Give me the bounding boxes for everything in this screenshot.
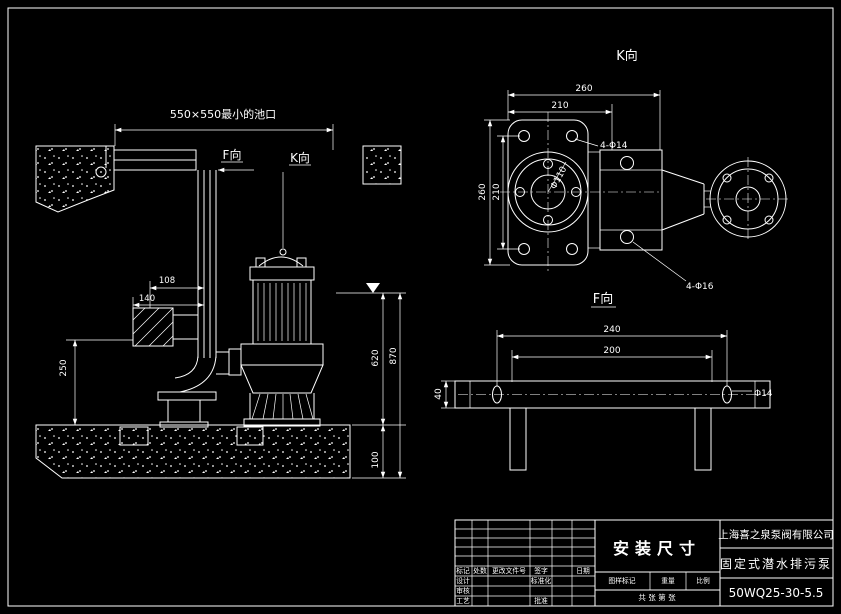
pump-casing bbox=[240, 364, 324, 394]
guide-claw bbox=[132, 307, 198, 347]
dim-108: 108 bbox=[159, 276, 175, 286]
concrete-pool-edge-left bbox=[35, 145, 115, 213]
coupling-flange bbox=[706, 157, 790, 241]
concrete-floor bbox=[35, 424, 351, 479]
cooling-fins bbox=[257, 283, 307, 341]
model-number: 50WQ25-30-5.5 bbox=[729, 586, 824, 600]
lifting-handle bbox=[258, 256, 304, 267]
suction-strainer bbox=[251, 393, 314, 420]
discharge-flange-face bbox=[507, 151, 589, 233]
dim-620: 620 bbox=[371, 349, 381, 366]
pump-volute bbox=[240, 343, 324, 366]
support-bar bbox=[454, 380, 771, 471]
rev-header-mark: 标记 bbox=[456, 566, 470, 575]
f-dim-200: 200 bbox=[603, 346, 620, 356]
f-dim-40: 40 bbox=[434, 388, 444, 400]
k-dim-210-top: 210 bbox=[551, 101, 568, 111]
revision-grid bbox=[455, 520, 595, 606]
dim-250: 250 bbox=[59, 359, 69, 376]
support-leg-right bbox=[694, 407, 712, 471]
field-drawing-mark: 图样标记 bbox=[608, 576, 635, 585]
main-view-dimensions bbox=[66, 124, 406, 479]
motor-cap bbox=[249, 266, 315, 281]
role-review: 审核 bbox=[456, 586, 470, 595]
k-direction-view: K向 260 210 260 210 bbox=[478, 48, 790, 292]
concrete-pool-edge-right bbox=[362, 145, 402, 185]
f-direction-view: F向 240 200 40 Φ14 bbox=[434, 291, 773, 471]
drawing-title: 安装尺寸 bbox=[613, 539, 701, 558]
cable-hook bbox=[279, 248, 287, 256]
pump-base-ring bbox=[243, 418, 321, 427]
pool-opening-label: 550×550最小的池口 bbox=[170, 107, 276, 121]
submersible-pump bbox=[240, 172, 324, 427]
k-dim-260-top: 260 bbox=[575, 84, 592, 94]
pump-body-plan bbox=[588, 149, 711, 251]
k-dim-4x14: 4-Φ14 bbox=[600, 141, 628, 151]
rev-header-date: 日期 bbox=[576, 567, 590, 575]
dim-140: 140 bbox=[139, 294, 155, 304]
dim-870: 870 bbox=[389, 347, 399, 364]
main-installation-view: 550×550最小的池口 F向 K向 108 140 250 620 870 1… bbox=[35, 107, 406, 479]
elbow-base-flange bbox=[157, 391, 217, 401]
mounting-bracket bbox=[113, 149, 217, 358]
k-dim-210-left: 210 bbox=[492, 183, 502, 200]
discharge-elbow bbox=[157, 348, 242, 428]
rev-header-change-doc: 更改文件号 bbox=[492, 566, 526, 575]
field-scale: 比例 bbox=[696, 576, 710, 585]
sheet-border bbox=[7, 7, 834, 607]
anchor-hook bbox=[95, 166, 107, 178]
role-standardization: 标准化 bbox=[531, 576, 552, 585]
title-block: 安装尺寸 上海喜之泉泵阀有限公司 固定式潜水排污泵 50WQ25-30-5.5 … bbox=[454, 519, 834, 607]
f-dim-hole: Φ14 bbox=[754, 389, 773, 399]
rev-header-signature: 签字 bbox=[534, 566, 548, 575]
role-approval: 批准 bbox=[534, 596, 548, 605]
mounting-plate bbox=[500, 112, 662, 272]
field-sheets: 共 张 第 张 bbox=[638, 592, 676, 602]
dim-100: 100 bbox=[371, 451, 381, 468]
field-weight: 重量 bbox=[661, 577, 675, 585]
role-design: 设计 bbox=[456, 576, 470, 585]
k-dim-260-left: 260 bbox=[478, 183, 488, 200]
f-dim-240: 240 bbox=[603, 325, 620, 335]
support-leg-left bbox=[509, 407, 527, 471]
foundation-block-right bbox=[236, 426, 264, 446]
view-f-label: F向 bbox=[223, 147, 242, 162]
f-view-title: F向 bbox=[593, 291, 613, 307]
discharge-flange bbox=[228, 348, 242, 376]
k-view-title: K向 bbox=[616, 48, 638, 64]
foundation-block-left bbox=[119, 426, 149, 446]
rev-header-count: 处数 bbox=[473, 566, 487, 575]
product-name: 固定式潜水排污泵 bbox=[720, 556, 832, 571]
k-dim-4x16: 4-Φ16 bbox=[686, 282, 714, 292]
role-process: 工艺 bbox=[456, 597, 470, 605]
elbow-foot bbox=[159, 421, 209, 428]
k-dim-flange: Φ110 bbox=[549, 165, 569, 191]
view-k-label: K向 bbox=[290, 150, 310, 165]
level-mark-icon bbox=[366, 283, 380, 293]
company-name: 上海喜之泉泵阀有限公司 bbox=[718, 528, 834, 541]
